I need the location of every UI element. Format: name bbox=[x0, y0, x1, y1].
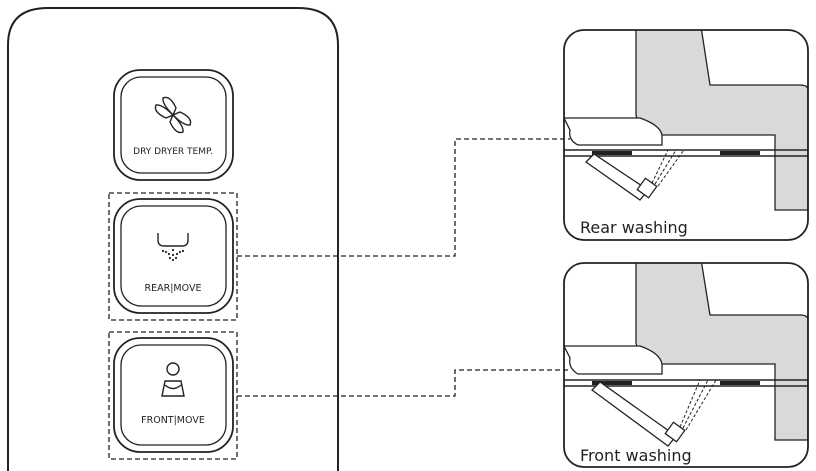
rear-washing-panel: Rear washing bbox=[563, 29, 809, 241]
rear-spray-icon bbox=[157, 233, 189, 262]
rear-highlight-box bbox=[108, 192, 238, 321]
rear-nozzle bbox=[584, 153, 649, 201]
front-seated-body bbox=[635, 263, 808, 441]
dry-button-label: DRY DRYER TEMP. bbox=[133, 147, 213, 157]
rear-toilet-seat bbox=[564, 117, 663, 146]
fan-icon bbox=[154, 96, 192, 134]
front-spray-lines bbox=[679, 379, 717, 431]
front-button-label: FRONT|MOVE bbox=[141, 415, 205, 426]
rear-washing-caption: Rear washing bbox=[580, 218, 688, 237]
front-washing-caption: Front washing bbox=[580, 446, 692, 465]
rear-connector-line bbox=[237, 138, 570, 257]
front-highlight-box bbox=[108, 331, 238, 460]
rear-move-button[interactable]: REAR|MOVE bbox=[113, 198, 234, 314]
front-nozzle bbox=[591, 381, 677, 447]
rear-button-label: REAR|MOVE bbox=[145, 283, 202, 294]
front-toilet-seat bbox=[564, 345, 663, 375]
front-move-button[interactable]: FRONT|MOVE bbox=[113, 337, 234, 453]
front-connector-line bbox=[237, 369, 570, 397]
front-washing-panel: Front washing bbox=[563, 262, 809, 468]
dry-dryer-temp-button[interactable]: DRY DRYER TEMP. bbox=[113, 69, 234, 181]
front-person-icon bbox=[161, 362, 185, 397]
rear-spray-lines bbox=[651, 149, 685, 187]
